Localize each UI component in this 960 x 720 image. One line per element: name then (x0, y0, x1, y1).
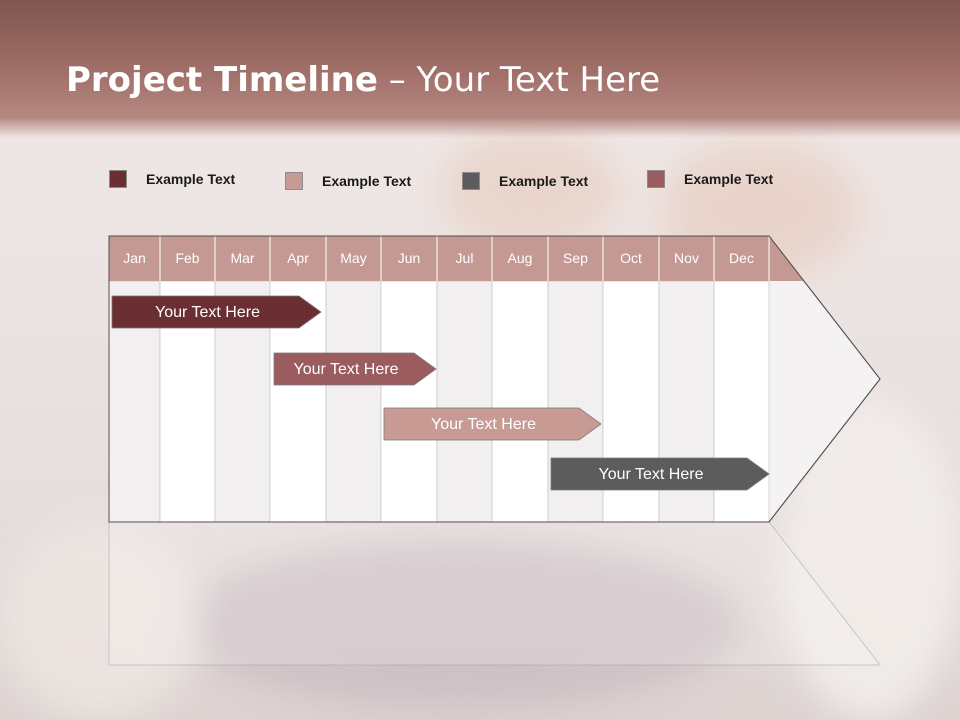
legend-label: Example Text (684, 171, 774, 187)
month-column (491, 280, 549, 523)
header-band (0, 0, 960, 138)
month-label-jun: Jun (398, 250, 421, 266)
month-label-oct: Oct (620, 250, 642, 266)
month-label-nov: Nov (674, 250, 699, 266)
legend-item-3: Example Text (462, 172, 588, 190)
task-bar (550, 457, 770, 491)
legend-label: Example Text (499, 173, 589, 189)
background-photo-blob (180, 540, 740, 710)
page-title: Project Timeline – Your Text Here (66, 60, 660, 100)
month-label-feb: Feb (175, 250, 199, 266)
task-bar-label: Your Text Here (155, 304, 260, 321)
task-bar-label: Your Text Here (294, 361, 399, 378)
task-bar (383, 407, 602, 441)
task-bar (111, 295, 322, 329)
background-photo-blob (0, 520, 200, 720)
month-label-apr: Apr (287, 250, 309, 266)
legend-item-2: Example Text (285, 172, 411, 190)
legend-label: Example Text (146, 171, 236, 187)
legend-swatch (462, 172, 480, 190)
task-bar (273, 352, 437, 386)
legend-item-4: Example Text (647, 170, 773, 188)
month-label-jan: Jan (123, 250, 146, 266)
month-label-jul: Jul (456, 250, 474, 266)
timeline-arrow-outline (108, 235, 881, 523)
month-label-may: May (340, 250, 366, 266)
month-label-dec: Dec (729, 250, 754, 266)
month-label-sep: Sep (563, 250, 588, 266)
legend-swatch (285, 172, 303, 190)
legend-swatch (109, 170, 127, 188)
legend-item-1: Example Text (109, 170, 235, 188)
legend-label: Example Text (322, 173, 412, 189)
task-bar-label: Your Text Here (599, 466, 704, 483)
background-photo-blob (440, 130, 620, 250)
title-rest: – Your Text Here (377, 60, 661, 100)
title-bold: Project Timeline (66, 60, 378, 100)
task-bar-label: Your Text Here (431, 416, 536, 433)
month-header-band (109, 236, 804, 281)
month-label-aug: Aug (508, 250, 533, 266)
month-label-mar: Mar (230, 250, 254, 266)
month-column (380, 280, 438, 523)
legend-swatch (647, 170, 665, 188)
month-column (436, 280, 493, 523)
month-column (325, 280, 382, 523)
timeline-reflection (108, 521, 882, 666)
